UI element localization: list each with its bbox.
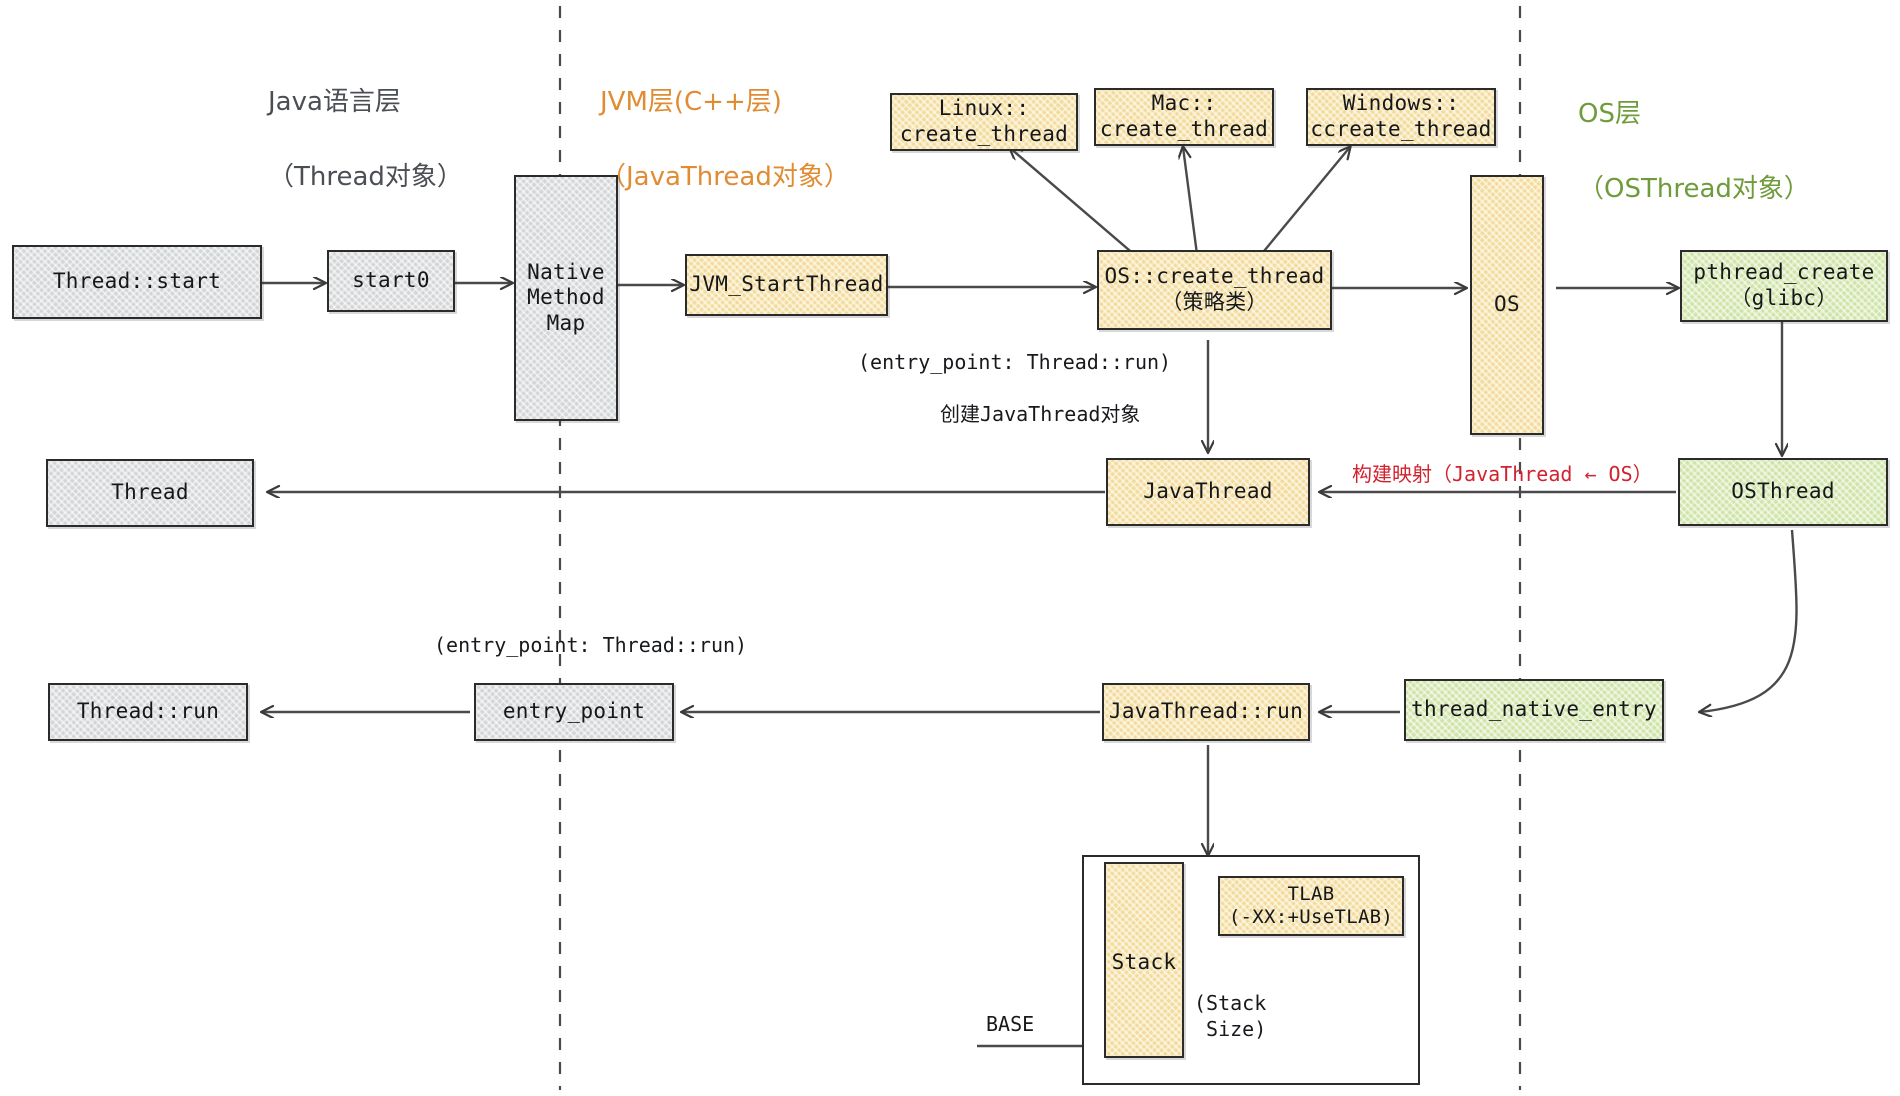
- lane-java-title: Java语言层: [268, 86, 401, 117]
- node-javathread-run[interactable]: JavaThread::run: [1102, 683, 1310, 741]
- node-pthread-create[interactable]: pthread_create （glibc）: [1680, 250, 1888, 322]
- node-osthread[interactable]: OSThread: [1678, 458, 1888, 526]
- lane-os-title: OS层: [1578, 98, 1641, 129]
- arrow-osthread-to-tne: [1700, 529, 1798, 712]
- lane-jvm-title: JVM层(C++层): [600, 86, 782, 117]
- node-stack[interactable]: Stack: [1104, 862, 1184, 1058]
- node-tlab[interactable]: TLAB (-XX:+UseTLAB): [1218, 876, 1404, 936]
- node-start0[interactable]: start0: [327, 250, 455, 312]
- annotation-create-javathread: 创建JavaThread对象: [940, 402, 1141, 426]
- node-thread-start[interactable]: Thread::start: [12, 245, 262, 319]
- lane-jvm-subtitle: （JavaThread对象）: [600, 162, 850, 193]
- node-javathread[interactable]: JavaThread: [1106, 458, 1310, 526]
- node-entry-point[interactable]: entry_point: [474, 683, 674, 741]
- lane-label-java: Java语言层 （Thread对象）: [268, 46, 463, 234]
- lane-label-jvm: JVM层(C++层) （JavaThread对象）: [600, 46, 850, 234]
- node-thread[interactable]: Thread: [46, 459, 254, 527]
- node-windows-create-thread[interactable]: Windows:: ccreate_thread: [1306, 88, 1496, 146]
- annotation-build-mapping: 构建映射（JavaThread ← OS）: [1352, 462, 1653, 486]
- lane-label-os: OS层 （OSThread对象）: [1578, 58, 1810, 246]
- node-jvm-startthread[interactable]: JVM_StartThread: [685, 254, 888, 316]
- annotation-stack-size: (Stack Size): [1194, 991, 1267, 1041]
- node-thread-native-entry[interactable]: thread_native_entry: [1404, 679, 1664, 741]
- node-linux-create-thread[interactable]: Linux:: create_thread: [890, 93, 1078, 151]
- node-native-method-map[interactable]: Native Method Map: [514, 175, 618, 421]
- node-os[interactable]: OS: [1470, 175, 1544, 435]
- node-os-create-thread[interactable]: OS::create_thread （策略类）: [1097, 250, 1332, 330]
- annotation-base: BASE: [986, 1012, 1035, 1036]
- annotation-entry-point-top: (entry_point: Thread::run): [858, 350, 1172, 374]
- lane-java-subtitle: （Thread对象）: [268, 162, 463, 193]
- arrow-oscreate-to-mac: [1183, 147, 1200, 263]
- lane-os-subtitle: （OSThread对象）: [1578, 174, 1810, 205]
- annotation-entry-point-mid: (entry_point: Thread::run): [434, 633, 748, 657]
- node-mac-create-thread[interactable]: Mac:: create_thread: [1094, 88, 1274, 146]
- node-thread-run[interactable]: Thread::run: [48, 683, 248, 741]
